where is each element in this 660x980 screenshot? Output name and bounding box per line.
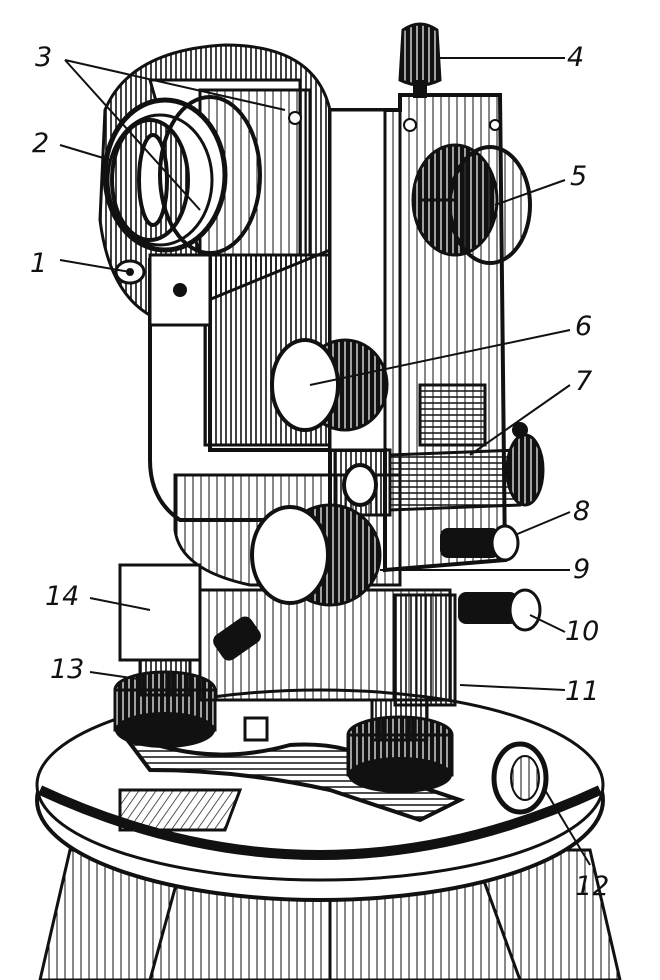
clamp-screw-lower xyxy=(458,588,542,632)
label-13: 13 xyxy=(50,654,84,685)
clamp-screw-upper xyxy=(440,524,520,562)
label-4: 4 xyxy=(567,42,584,73)
label-11: 11 xyxy=(565,676,599,707)
label-14: 14 xyxy=(45,581,79,612)
label-12: 12 xyxy=(575,871,609,902)
top-knob xyxy=(398,22,442,98)
lower-housing xyxy=(118,563,457,707)
label-3: 3 xyxy=(35,42,52,73)
callout-labels: 1 2 3 4 5 6 7 8 9 10 11 12 13 14 xyxy=(30,42,609,902)
telescope xyxy=(98,43,332,327)
label-8: 8 xyxy=(573,496,590,527)
micrometer-knob xyxy=(411,143,532,265)
label-2: 2 xyxy=(32,128,49,159)
tangent-screw-assembly xyxy=(333,422,545,517)
focusing-knob xyxy=(270,338,389,432)
base-tribrach xyxy=(113,653,466,832)
label-6: 6 xyxy=(575,311,592,342)
horizontal-circle-knob xyxy=(250,503,382,607)
label-10: 10 xyxy=(565,616,599,647)
label-9: 9 xyxy=(573,554,590,585)
label-5: 5 xyxy=(570,161,587,192)
label-7: 7 xyxy=(575,366,592,397)
leader-lines xyxy=(59,57,591,866)
label-1: 1 xyxy=(30,248,47,279)
